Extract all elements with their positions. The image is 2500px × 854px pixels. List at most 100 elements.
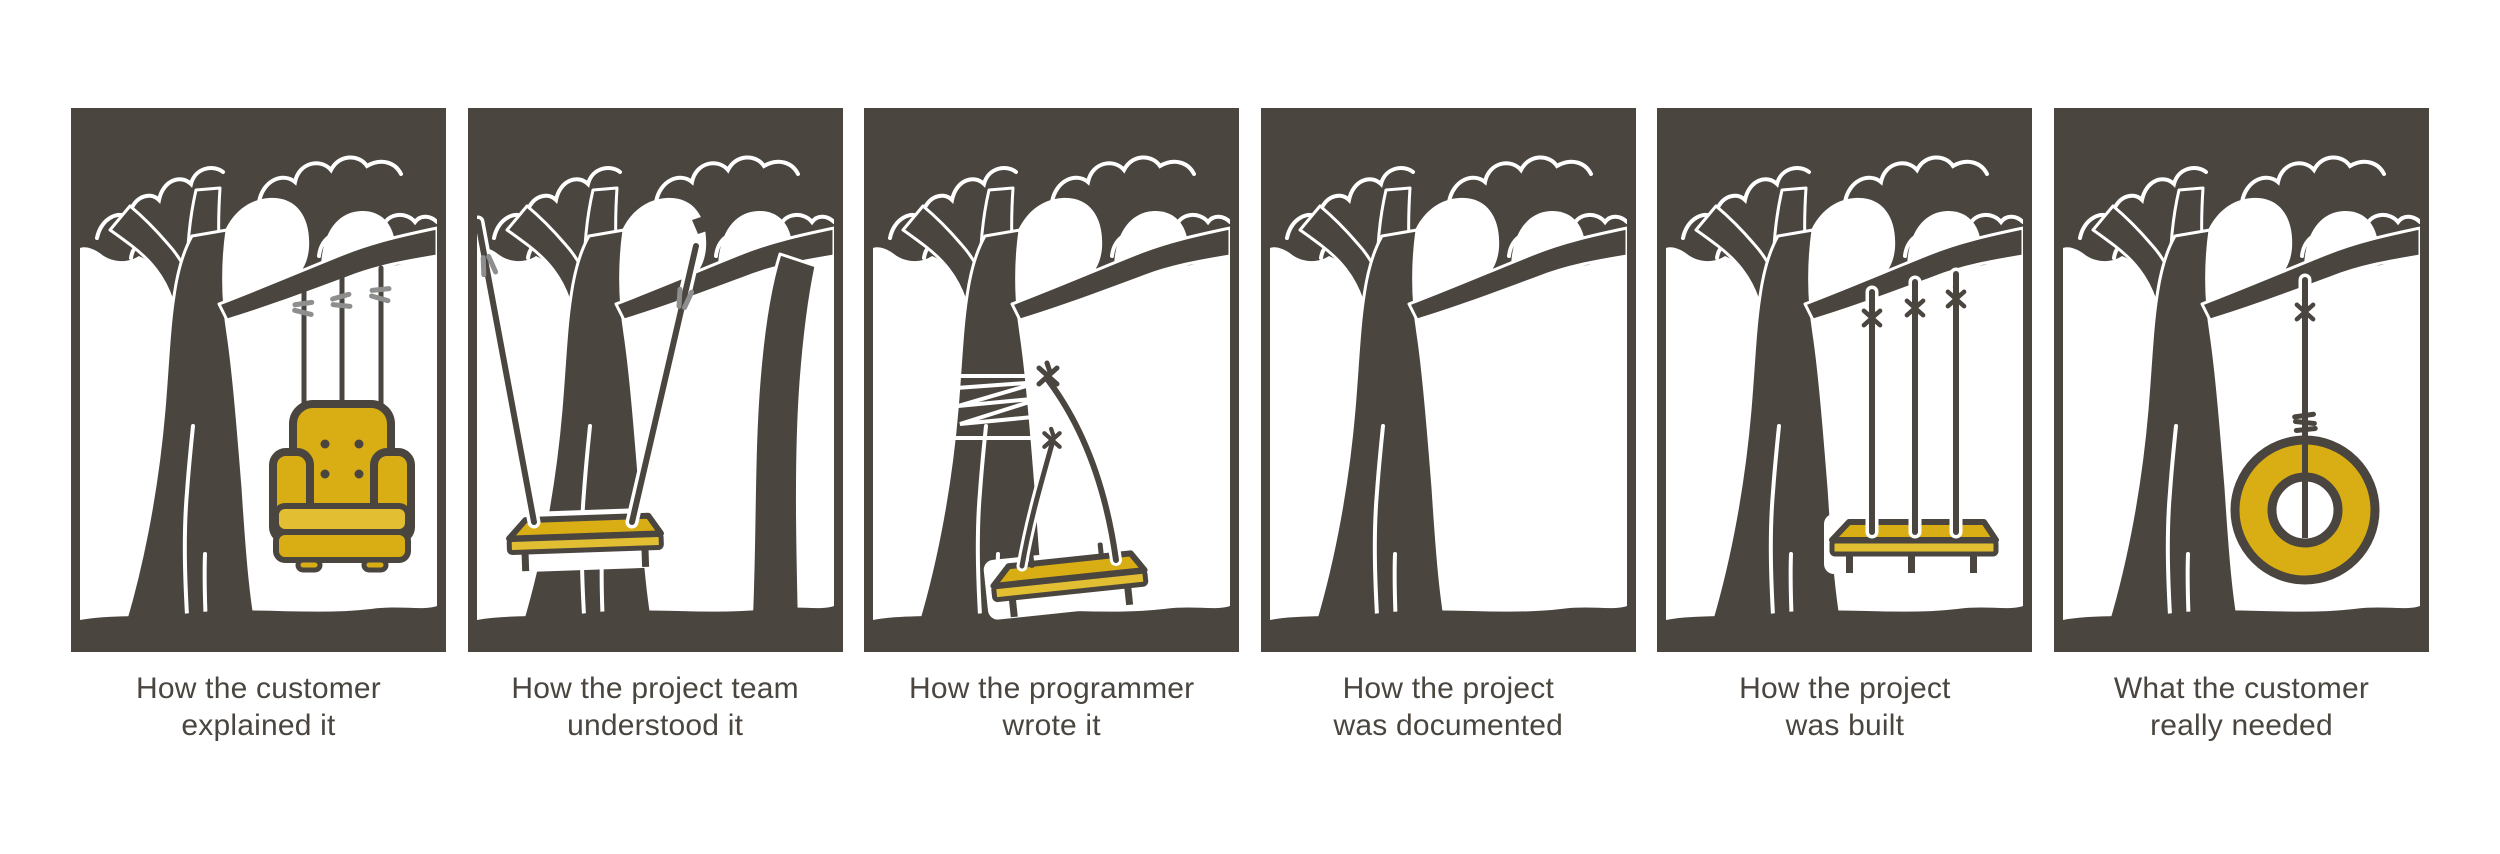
rope-knot-icon (1946, 285, 1967, 309)
panel-border (1657, 108, 2033, 652)
board-swing-icon (1824, 267, 2005, 574)
panel-caption: How the project was documented (1261, 670, 1636, 744)
caption-line-2: really needed (2150, 709, 2333, 742)
cloud-outline (713, 213, 836, 258)
rope-knot-icon (1036, 360, 1060, 387)
panel-border (1260, 108, 1636, 652)
comic-panel-project-built: How the project was built (1657, 108, 2033, 744)
swing-rope (1019, 441, 1055, 569)
panel-caption: How the project was built (1657, 670, 2032, 744)
bark-line (2165, 424, 2178, 650)
armchair-swing-icon (269, 265, 415, 573)
rope-wrap (954, 374, 1047, 440)
tree-branch-left (505, 204, 589, 302)
caption-line-2: explained it (181, 709, 336, 742)
tree-illustration-armchair-swing (71, 108, 446, 652)
rope-knot-icon (1905, 294, 1926, 318)
sky-gap (2199, 197, 2293, 288)
caption-line-2: wrote it (1002, 709, 1101, 742)
comic-panel-customer-explained: How the customer explained it (71, 108, 446, 744)
cloud-outline (888, 166, 1019, 240)
panel-caption: How the project team understood it (468, 670, 843, 744)
tree-branch-left (1694, 204, 1778, 302)
cloud-outline (257, 155, 403, 204)
rope-knot-icon (330, 291, 353, 309)
bark-line (579, 424, 592, 650)
cloud-outline (1903, 213, 2026, 258)
sky-gap (1803, 197, 1896, 288)
sky-gap (1010, 197, 1103, 288)
rope-knot-icon (292, 299, 315, 317)
rope-knot-icon (2294, 298, 2316, 322)
cloud-outline (1843, 155, 1990, 204)
panel-frame (864, 108, 1240, 652)
cloud-outline (1506, 213, 1629, 258)
rope-knot-icon (676, 286, 694, 311)
bark-line (1769, 424, 1782, 650)
bark-line (1372, 424, 1385, 650)
cloud-outline (1284, 166, 1415, 240)
ground (476, 606, 834, 648)
tire-swing-icon (2230, 273, 2380, 585)
sky-gap (613, 197, 706, 288)
panel-frame (71, 108, 446, 652)
tree-branch-left (108, 204, 192, 302)
tree-trunk (1305, 228, 1453, 650)
cloud-outline (653, 155, 800, 204)
rope-knot-icon (369, 286, 392, 304)
comic-panel-programmer-wrote: How the programmer wrote it (864, 108, 1240, 744)
caption-line-2: was built (1785, 709, 1905, 742)
ground (873, 606, 1231, 648)
tree-illustration-tire-swing (2053, 108, 2429, 652)
comic-panel-customer-needed: What the customer really needed (2053, 108, 2429, 744)
caption-line-2: understood it (567, 709, 744, 742)
ground (1269, 606, 1627, 648)
rope-knot-icon (2292, 411, 2318, 433)
trunk-tied-swing-icon (954, 360, 1156, 620)
tree-branch-left (2091, 204, 2175, 302)
panel-caption: How the customer explained it (71, 670, 446, 744)
tree-trunk (2098, 228, 2246, 650)
panel-border (864, 108, 1240, 652)
broken-branch-stub (691, 212, 722, 234)
tree-illustration-no-swing (1260, 108, 1636, 652)
ground (2062, 606, 2420, 648)
panel-border (467, 108, 843, 652)
panel-frame (2053, 108, 2429, 652)
rope-knot-icon (1862, 304, 1883, 328)
comic-panel-project-documented: How the project was documented (1260, 108, 1636, 744)
panel-frame (1260, 108, 1636, 652)
tree-trunk (1701, 228, 1849, 650)
caption-line-1: What the customer (2113, 672, 2370, 705)
tree-trunk (115, 228, 263, 650)
comic-panel-team-understood: How the project team understood it (467, 108, 843, 744)
crossed-rope-swing-icon (471, 212, 722, 573)
rope-knot-icon (480, 253, 498, 278)
sky-gap (1406, 197, 1499, 288)
cloud-outline (2239, 155, 2386, 204)
cloud-outline (2077, 166, 2208, 240)
panel-border (71, 108, 446, 652)
bark-line (182, 424, 195, 650)
cloud-outline (317, 213, 439, 258)
tree-branch-left (901, 204, 985, 302)
sky-gap (217, 197, 310, 288)
panel-caption: What the customer really needed (2054, 670, 2429, 744)
ground (80, 606, 437, 648)
swing-rope (628, 243, 699, 525)
cloud-outline (1446, 155, 1593, 204)
tree-illustration-crossed-rope-swing (467, 108, 843, 652)
bark-line (976, 424, 989, 650)
panel-frame (467, 108, 843, 652)
caption-line-1: How the project (1342, 672, 1554, 705)
caption-line-1: How the project team (511, 672, 799, 705)
caption-line-1: How the programmer (909, 672, 1195, 705)
cloud-outline (1110, 213, 1233, 258)
swing-rope (1045, 377, 1120, 563)
panel-border (2053, 108, 2429, 652)
cloud-outline (1681, 166, 1812, 240)
tree-branch-left (1298, 204, 1382, 302)
panel-frame (1657, 108, 2033, 652)
tree-second-trunk (748, 252, 818, 650)
tree-illustration-board-swing (1657, 108, 2033, 652)
